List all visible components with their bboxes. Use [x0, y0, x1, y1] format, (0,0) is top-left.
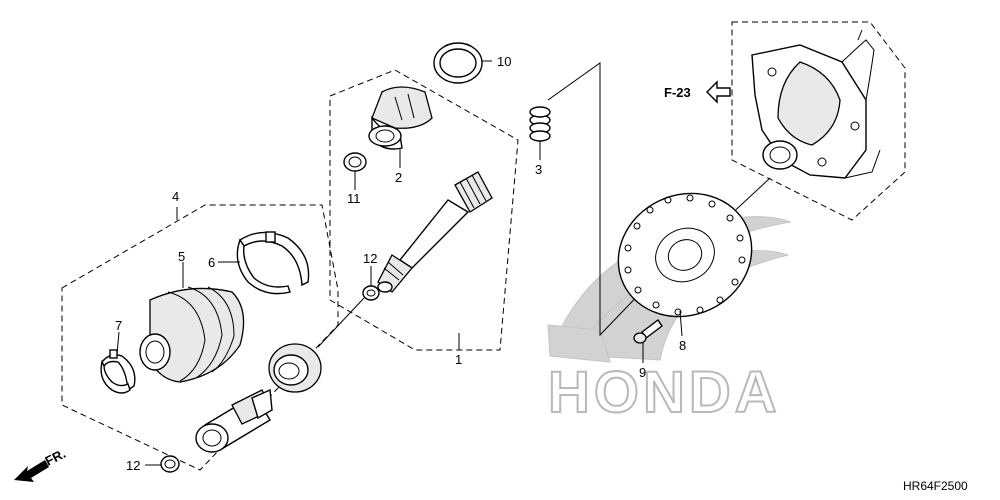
drive-shaft-1 — [377, 171, 493, 293]
boot-band-6 — [236, 231, 310, 295]
boot-band-7 — [100, 349, 136, 394]
callout-7: 7 — [115, 318, 122, 333]
leader-lines — [116, 60, 683, 466]
spring-3 — [529, 106, 551, 142]
callout-5: 5 — [178, 249, 185, 264]
assembly-box-knuckle — [731, 21, 906, 221]
o-ring-10 — [433, 42, 483, 84]
universal-joint — [195, 388, 273, 453]
front-direction-arrow — [14, 460, 49, 482]
callout-8: 8 — [679, 338, 686, 353]
assembly-box-4 — [61, 204, 339, 471]
callout-3: 3 — [535, 162, 542, 177]
callout-6: 6 — [208, 255, 215, 270]
callout-1: 1 — [455, 352, 462, 367]
circlip-12-upper — [362, 285, 380, 301]
bolt-9 — [633, 318, 663, 344]
callout-labels: 10 2 11 3 4 6 5 7 12 1 8 9 12 — [115, 54, 686, 473]
circlip-12-lower — [160, 455, 180, 473]
callout-2: 2 — [395, 170, 402, 185]
reference-arrow-f23 — [706, 80, 731, 104]
callout-4: 4 — [172, 189, 179, 204]
outboard-joint-2 — [368, 86, 433, 150]
callout-12-upper: 12 — [363, 251, 377, 266]
diagram-code: HR64F2500 — [903, 479, 968, 493]
snap-ring-11 — [343, 152, 367, 172]
knuckle-hub — [751, 29, 881, 179]
callout-12-lower: 12 — [126, 458, 140, 473]
reference-label: F-23 — [664, 85, 691, 100]
brand-wordmark: HONDA — [548, 360, 781, 425]
boot-5 — [139, 286, 245, 383]
assembly-box-1 — [329, 69, 519, 351]
brake-disc-8 — [617, 192, 753, 318]
callout-9: 9 — [639, 365, 646, 380]
callout-11: 11 — [347, 191, 361, 206]
oil-seal — [268, 343, 322, 393]
callout-10: 10 — [497, 54, 511, 69]
